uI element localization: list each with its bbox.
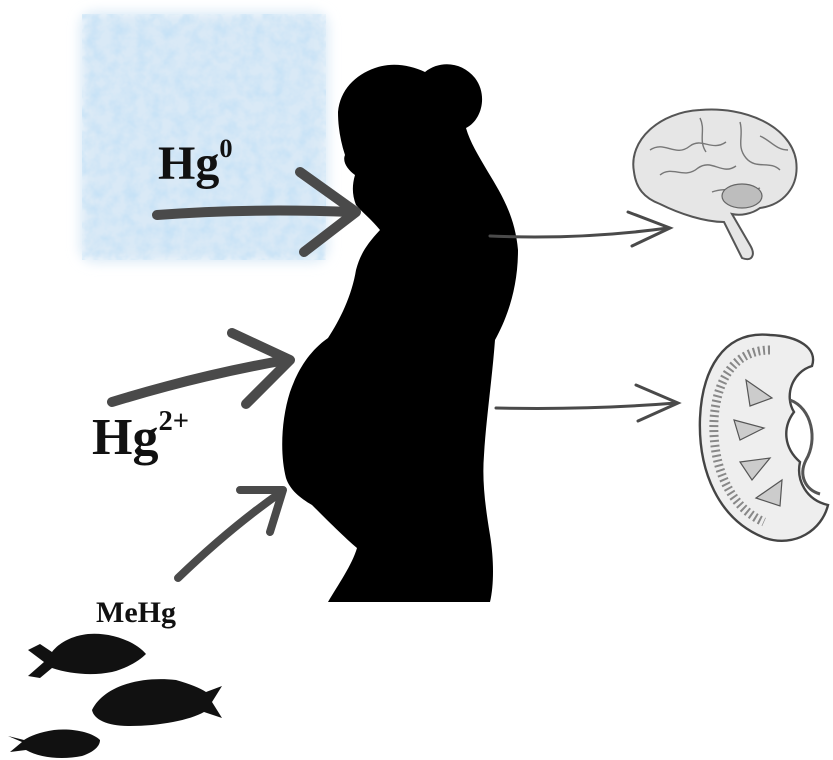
mehg-label: MeHg bbox=[96, 598, 176, 628]
hg2-label-base: Hg bbox=[92, 409, 158, 466]
hg0-label: Hg0 bbox=[158, 140, 233, 188]
hg0-label-base: Hg bbox=[158, 137, 219, 190]
brain-icon bbox=[633, 109, 796, 259]
hg2-label-superscript: 2+ bbox=[158, 406, 189, 437]
hg2-exposure-arrow bbox=[112, 333, 290, 404]
to-brain-arrow bbox=[490, 212, 670, 246]
to-kidney-arrow bbox=[496, 385, 678, 421]
hg2-label: Hg2+ bbox=[92, 412, 189, 464]
fish-icon bbox=[8, 634, 222, 758]
mehg-dietary-arrow bbox=[178, 490, 283, 578]
kidney-icon bbox=[700, 335, 828, 541]
hg0-label-superscript: 0 bbox=[219, 133, 232, 163]
